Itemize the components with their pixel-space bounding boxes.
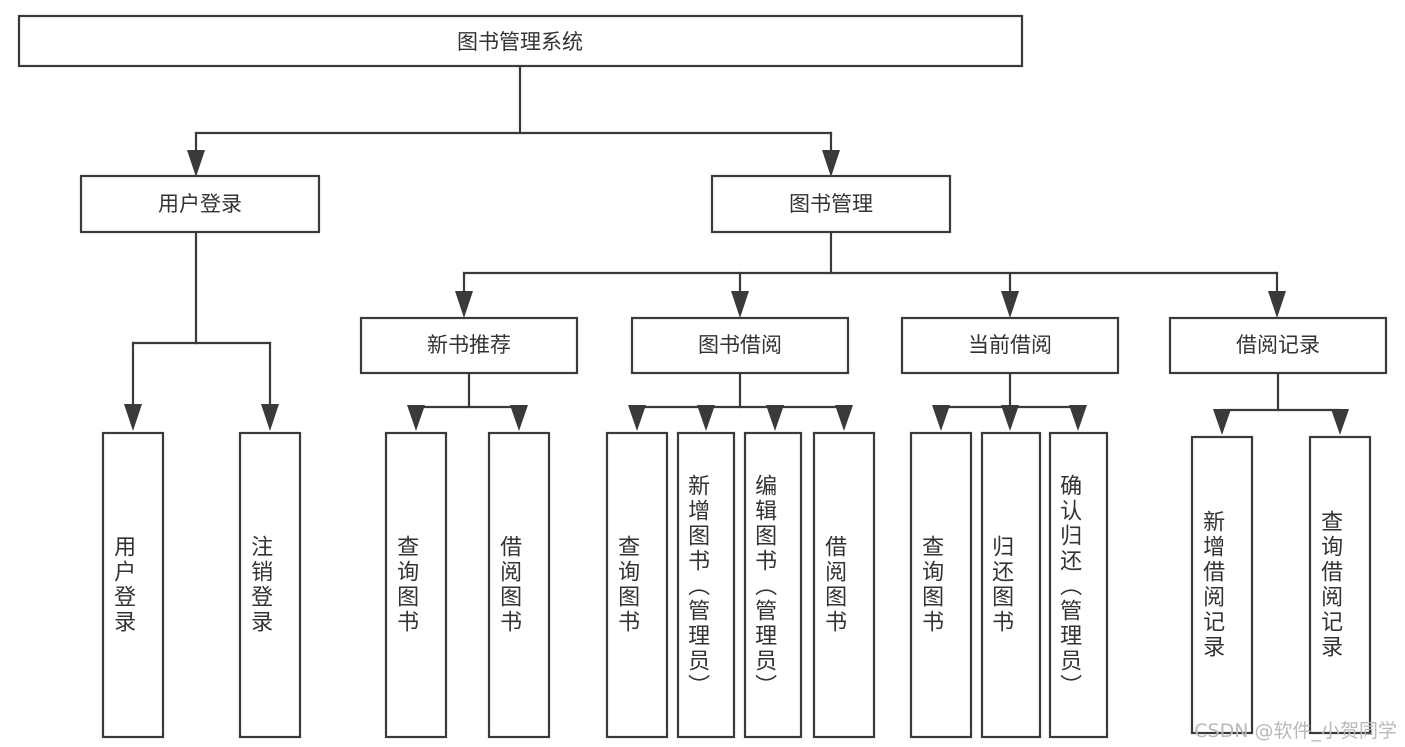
arrow-head-icon (261, 404, 279, 431)
arrow-head-icon (835, 405, 853, 431)
arrow-head-icon (697, 405, 715, 431)
arrow-head-icon (407, 405, 425, 431)
node-new-book-recommend-box[interactable] (359, 316, 579, 375)
leaf-boxes-layer (101, 431, 1372, 739)
arrow-head-icon (1001, 291, 1019, 318)
node-borrow-record-label: 借阅记录 (1236, 333, 1320, 357)
arrow-head-icon (822, 150, 840, 177)
node-current-borrow-box[interactable] (900, 316, 1120, 375)
leaf-box-add-book-admin[interactable] (676, 431, 736, 739)
arrow-head-icon (1213, 409, 1231, 435)
node-user-login-label: 用户登录 (158, 192, 242, 216)
node-new-book-recommend[interactable]: 新书推荐 (359, 316, 579, 375)
node-book-borrow-label: 图书借阅 (698, 333, 782, 357)
node-current-borrow-label: 当前借阅 (968, 333, 1052, 357)
leaf-box-query-book-2[interactable] (605, 431, 669, 739)
node-borrow-record-box[interactable] (1168, 316, 1388, 375)
node-current-borrow[interactable]: 当前借阅 (900, 316, 1120, 375)
arrow-head-icon (1069, 405, 1087, 431)
arrow-head-icon (1331, 409, 1349, 435)
leaf-box-query-borrow-record[interactable] (1308, 435, 1372, 735)
node-user-login-box[interactable] (79, 174, 321, 234)
arrow-head-icon (187, 150, 205, 177)
node-book-manage-box[interactable] (710, 174, 952, 234)
node-new-book-recommend-label: 新书推荐 (427, 333, 511, 357)
arrow-head-icon (1268, 291, 1286, 318)
connectors-layer (124, 64, 1349, 435)
leaf-box-edit-book-admin[interactable] (743, 431, 803, 739)
leaf-box-user-login[interactable] (101, 431, 165, 739)
arrow-head-icon (455, 291, 473, 318)
node-root[interactable]: 图书管理系统 (17, 14, 1024, 68)
arrow-head-icon (628, 405, 646, 431)
arrow-head-icon (124, 404, 142, 431)
node-root-box[interactable] (17, 14, 1024, 68)
leaf-box-confirm-return-admin[interactable] (1048, 431, 1109, 739)
leaf-box-logout-login[interactable] (238, 431, 302, 739)
leaf-box-add-borrow-record[interactable] (1190, 435, 1254, 735)
node-book-borrow-box[interactable] (630, 316, 850, 375)
node-book-manage[interactable]: 图书管理 (710, 174, 952, 234)
leaf-box-query-book-3[interactable] (909, 431, 973, 739)
node-book-manage-label: 图书管理 (789, 192, 873, 216)
node-user-login[interactable]: 用户登录 (79, 174, 321, 234)
arrow-head-icon (932, 405, 950, 431)
arrow-head-icon (766, 405, 784, 431)
arrow-head-icon (731, 291, 749, 318)
node-book-borrow[interactable]: 图书借阅 (630, 316, 850, 375)
arrow-head-icon (510, 405, 528, 431)
node-borrow-record[interactable]: 借阅记录 (1168, 316, 1388, 375)
leaf-box-query-book-1[interactable] (384, 431, 448, 739)
node-root-label: 图书管理系统 (457, 30, 583, 54)
leaf-box-borrow-book-2[interactable] (812, 431, 876, 739)
leaf-box-borrow-book-1[interactable] (487, 431, 551, 739)
leaf-box-return-book[interactable] (980, 431, 1042, 739)
arrow-head-icon (1001, 405, 1019, 431)
